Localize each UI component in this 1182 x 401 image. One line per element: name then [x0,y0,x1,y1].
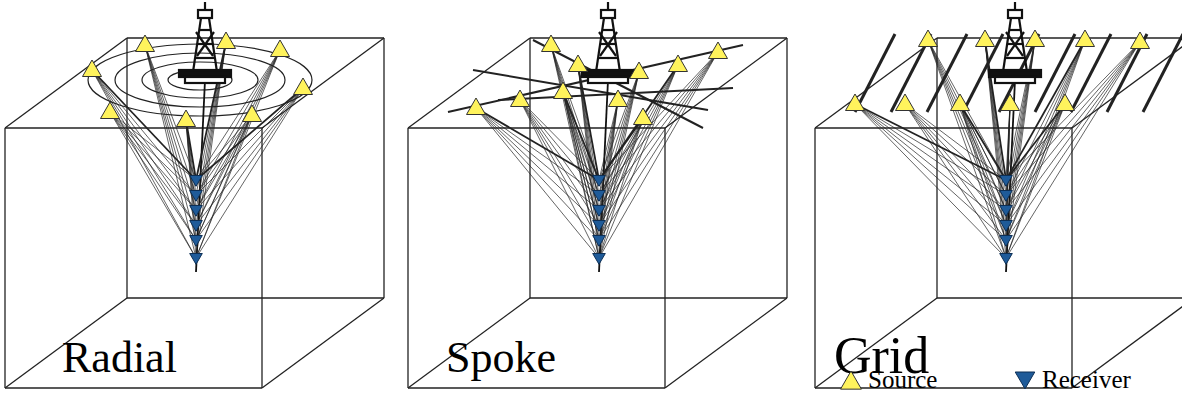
source-triangle [919,30,938,47]
cube-edge [262,298,384,388]
source-triangle [1026,30,1045,47]
cube-edge [786,38,787,298]
panel-label: Spoke [446,336,556,380]
source-legend-symbol [838,367,864,393]
receiver-triangle [190,176,203,187]
source-triangle [542,35,561,52]
cube-edge [5,127,262,128]
cube-edge [408,127,665,128]
spoke-panel [408,2,787,388]
receiver-triangle [593,176,606,187]
cube-edge [408,387,665,388]
receiver-triangle [593,236,606,247]
cube-edge [1072,38,1182,128]
receiver-triangle [593,221,606,232]
cube-edge [127,297,384,298]
cube-edge [937,297,1182,298]
ray-paths [476,45,718,258]
cube-edge [664,128,665,388]
source-triangle [846,94,865,111]
cube-edge [529,38,530,298]
source-triangle [896,94,915,111]
cube-edge [4,128,5,388]
source-triangle [294,78,313,95]
receiver-triangle [1000,191,1013,202]
source-triangle [609,90,628,107]
source-symbol [841,371,862,389]
legend-text: Source [868,366,937,394]
source-triangle [630,62,649,79]
source-triangle [217,32,236,49]
cube-edge [407,128,408,388]
source-triangle [1001,94,1020,111]
receiver-triangle [593,254,606,265]
surface-lines [448,40,743,128]
source-triangle [569,55,588,72]
cube-edge [408,38,530,128]
cube-edge [665,298,787,388]
source-triangle [83,60,102,77]
cube-edge [126,38,127,298]
source-triangle [951,94,970,111]
receiver-symbol [1015,372,1035,389]
receiver-triangle [190,191,203,202]
cube-edge [127,37,384,38]
source-triangle [1131,32,1150,49]
receiver-triangle [190,236,203,247]
cube-edge [262,38,384,128]
receiver-triangle [1000,236,1013,247]
source-triangle [177,110,196,127]
source-triangle [634,108,653,125]
receiver-legend-symbol [1012,367,1038,393]
cube-edge [1071,128,1072,388]
source-triangle [669,55,688,72]
legend-item: Source [838,366,937,394]
ray-paths [92,42,303,258]
source-triangle [136,35,155,52]
cube-edge [814,128,815,388]
ray-paths [855,40,1140,258]
cube-edge [5,38,127,128]
source-triangle [976,30,995,47]
source-triangle [1056,94,1075,111]
cube-edge [665,38,787,128]
cube-edge [383,38,384,298]
cube-edge [530,37,787,38]
receiver-triangle [1000,206,1013,217]
cube-edge [5,387,262,388]
cube-edge [261,128,262,388]
cube-edge [530,297,787,298]
source-triangle [709,42,728,59]
receiver-triangle [1000,221,1013,232]
source-triangle [1076,30,1095,47]
receiver-triangle [190,206,203,217]
source-triangle [554,82,573,99]
source-triangle [271,40,290,57]
source-triangle [511,90,530,107]
legend-item: Receiver [1012,366,1131,394]
panel-label: Radial [62,336,177,380]
source-triangle [101,102,120,119]
drilling-derrick [582,2,634,83]
receiver-triangle [593,206,606,217]
radial-panel [5,2,384,388]
source-triangle [243,105,262,122]
source-triangle [467,98,486,115]
legend-text: Receiver [1042,366,1131,394]
receiver-triangle [190,221,203,232]
receiver-triangle [190,254,203,265]
receiver-triangle [1000,254,1013,265]
cube-edge [815,127,1072,128]
receiver-triangle [593,191,606,202]
grid-panel [815,2,1182,388]
receiver-triangle [1000,176,1013,187]
cube-edge [936,38,937,298]
